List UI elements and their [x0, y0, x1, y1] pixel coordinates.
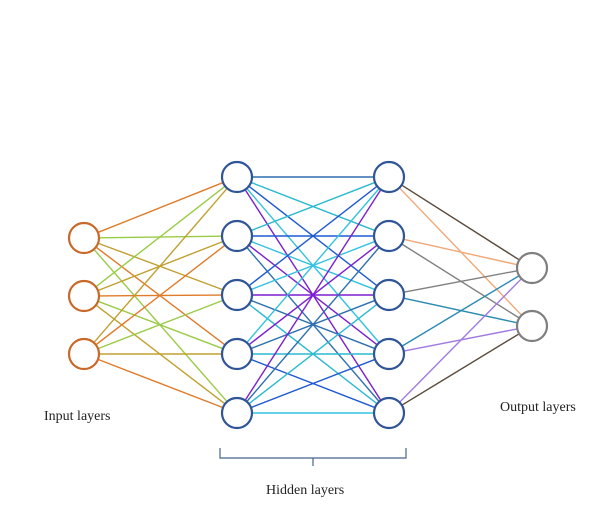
hidden-layer-1-node: [220, 160, 254, 194]
input-hidden1-edge: [97, 358, 224, 409]
input-hidden1-edge: [97, 181, 224, 234]
hidden-layer-1-node: [220, 337, 254, 371]
hidden2-output-edge: [401, 184, 520, 261]
hidden-layer-2-node: [372, 160, 406, 194]
input-layers-label: Input layers: [44, 409, 111, 424]
hidden2-output-edge: [399, 278, 522, 403]
hidden-layer-1-node: [220, 278, 254, 312]
input-hidden1-edge: [95, 244, 226, 346]
output-layers-label: Output layers: [500, 400, 576, 415]
input-layer-node: [67, 337, 101, 371]
hidden1-hidden2-edge: [248, 303, 378, 405]
hidden-layer-2-node: [372, 278, 406, 312]
output-layer-node: [515, 251, 549, 285]
hidden2-output-edge: [403, 238, 518, 266]
hidden1-hidden2-edge: [246, 187, 380, 344]
neurons: [67, 160, 549, 430]
hidden-layer-2-node: [372, 219, 406, 253]
hidden1-hidden2-edge: [250, 181, 376, 232]
hidden-layers-label: Hidden layers: [266, 483, 345, 498]
input-layer-node: [67, 279, 101, 313]
hidden-layers-brace: [219, 448, 407, 466]
hidden2-output-edge: [403, 270, 518, 293]
hidden-layer-2-node: [372, 396, 406, 430]
hidden-layer-2-node: [372, 337, 406, 371]
hidden-layer-1-node: [220, 396, 254, 430]
output-layer-node: [515, 309, 549, 343]
hidden2-output-edge: [401, 275, 520, 347]
input-layer-node: [67, 221, 101, 255]
input-hidden1-edge: [93, 187, 228, 344]
hidden-layer-1-node: [220, 219, 254, 253]
hidden1-hidden2-edge: [244, 189, 382, 401]
hidden2-output-edge: [401, 333, 520, 406]
input-hidden1-edge: [97, 299, 224, 350]
hidden1-hidden2-edge: [250, 358, 376, 409]
hidden1-hidden2-edge: [248, 185, 378, 287]
input-hidden1-edge: [95, 185, 226, 288]
hidden1-hidden2-edge: [246, 246, 380, 403]
connections: [93, 176, 523, 414]
